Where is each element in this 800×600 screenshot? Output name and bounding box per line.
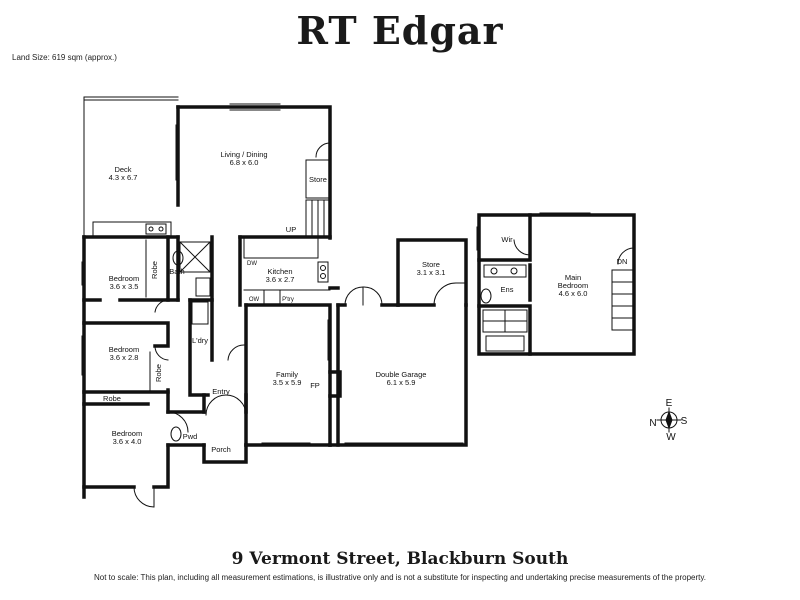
compass-s: S	[681, 416, 688, 427]
brand-logo: RT Edgar	[296, 8, 504, 53]
main-bedroom-name-2: Bedroom	[558, 281, 588, 290]
compass-w: W	[666, 432, 676, 443]
dn-label: DN	[617, 257, 628, 266]
ldry-label: L'dry	[192, 336, 208, 345]
bath-label: Bath	[169, 267, 184, 276]
bedroom-3-size: 3.6 x 4.0	[113, 437, 142, 446]
bedroom-3-name: Bedroom	[112, 429, 142, 438]
entry-label: Entry	[212, 387, 230, 396]
compass-n: N	[649, 418, 656, 429]
garage-size: 6.1 x 5.9	[387, 378, 416, 387]
store-garage-name: Store	[422, 260, 440, 269]
bedroom-2-size: 3.6 x 2.8	[110, 353, 139, 362]
living-dining-size: 6.8 x 6.0	[230, 158, 259, 167]
kitchen-name: Kitchen	[267, 267, 292, 276]
bedroom-2-name: Bedroom	[109, 345, 139, 354]
store-garage-size: 3.1 x 3.1	[417, 268, 446, 277]
robe-2-label: Robe	[154, 364, 163, 382]
kitchen-size: 3.6 x 2.7	[266, 275, 295, 284]
pwd-label: Pwd	[183, 432, 198, 441]
main-bedroom-name-1: Main	[565, 273, 581, 282]
robe-1-label: Robe	[150, 261, 159, 279]
robe-3-label: Robe	[103, 394, 121, 403]
ptry-label: P'try	[282, 297, 294, 303]
family-name: Family	[276, 370, 298, 379]
up-label: UP	[286, 225, 296, 234]
family-size: 3.5 x 5.9	[273, 378, 302, 387]
porch-label: Porch	[211, 445, 231, 454]
bedroom-1-size: 3.6 x 3.5	[110, 282, 139, 291]
disclaimer: Not to scale: This plan, including all m…	[93, 573, 707, 582]
ground-floor-details	[81, 96, 467, 508]
upper-floor-details	[476, 212, 635, 352]
ow-label: OW	[249, 297, 260, 303]
compass-rose	[656, 407, 682, 433]
property-address: 9 Vermont Street, Blackburn South	[231, 549, 569, 569]
deck-size: 4.3 x 6.7	[109, 173, 138, 182]
fp-label: FP	[310, 381, 320, 390]
bedroom-1-name: Bedroom	[109, 274, 139, 283]
dw-label: DW	[247, 261, 257, 267]
deck-name: Deck	[114, 165, 131, 174]
compass-e: E	[666, 398, 673, 409]
garage-name: Double Garage	[376, 370, 427, 379]
main-bedroom-size: 4.6 x 6.0	[559, 289, 588, 298]
wir-label: Wir	[501, 235, 513, 244]
land-size: Land Size: 619 sqm (approx.)	[12, 53, 117, 62]
upper-floor-walls	[477, 213, 636, 356]
store-living-label: Store	[309, 175, 327, 184]
living-dining-name: Living / Dining	[220, 150, 267, 159]
ground-floor-walls	[82, 105, 468, 499]
ens-label: Ens	[501, 285, 514, 294]
